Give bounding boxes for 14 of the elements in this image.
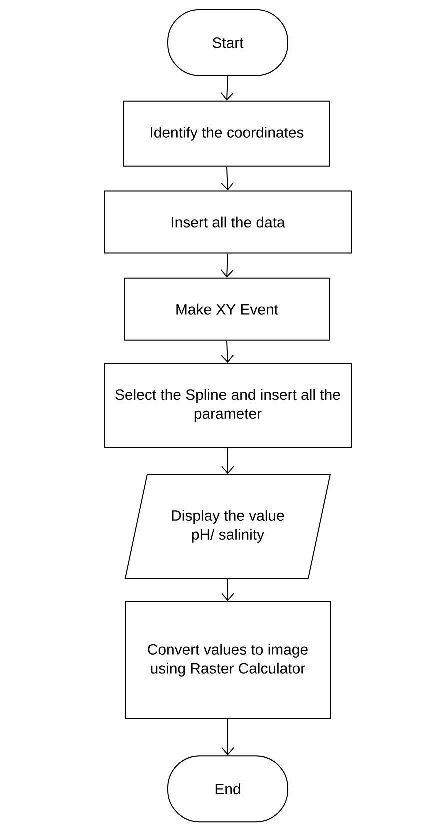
process-box: Convert values to image using Raster Calculator bbox=[125, 601, 331, 720]
process-box: Insert all the data bbox=[104, 190, 352, 254]
process-box: Make XY Event bbox=[124, 278, 330, 341]
process-box: Identify the coordinates bbox=[124, 100, 330, 167]
arrow bbox=[221, 340, 234, 364]
arrow bbox=[221, 166, 234, 191]
arrow bbox=[222, 718, 234, 756]
arrow bbox=[220, 76, 234, 101]
arrow bbox=[222, 578, 234, 602]
process-box: Select the Spline and insert all the parameter bbox=[104, 363, 352, 448]
terminal-box: Start bbox=[168, 9, 288, 76]
terminal-box: End bbox=[168, 756, 288, 823]
arrow bbox=[220, 253, 234, 278]
arrow bbox=[222, 448, 234, 474]
